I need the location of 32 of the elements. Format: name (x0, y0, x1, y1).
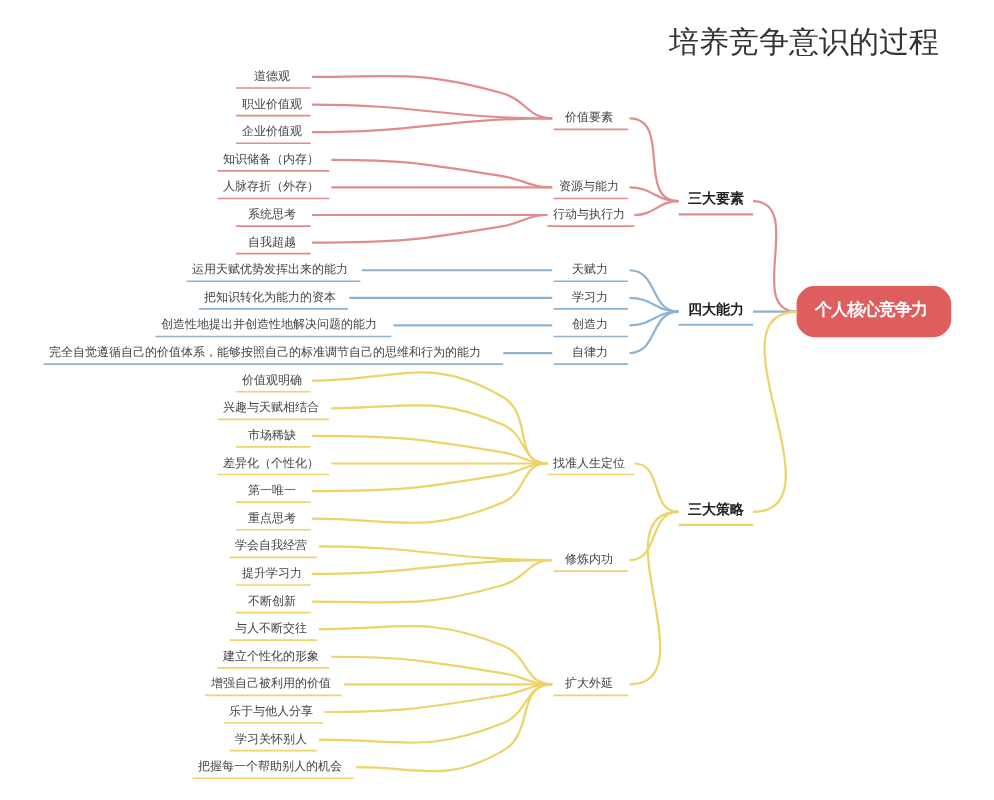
connector (312, 559, 553, 604)
connector (331, 655, 553, 686)
connector (331, 186, 553, 189)
connector (349, 296, 553, 299)
connector (629, 117, 679, 203)
connector (629, 310, 679, 355)
connector (634, 200, 679, 217)
connector (312, 462, 548, 493)
connector (629, 269, 679, 313)
connector (331, 404, 548, 465)
connector (343, 683, 553, 686)
connector (629, 510, 679, 686)
connector (331, 158, 553, 189)
node-box: 个人核心竞争力 (796, 286, 952, 338)
connector (318, 683, 553, 744)
connector (312, 434, 548, 465)
connector (331, 462, 548, 465)
connector (629, 510, 679, 562)
connector (312, 371, 548, 465)
connector (318, 624, 553, 686)
connector (312, 462, 548, 525)
connector (361, 269, 553, 272)
connector (312, 213, 548, 244)
connector (629, 296, 679, 313)
connector (312, 117, 553, 134)
connector (634, 462, 679, 513)
connector (393, 324, 553, 327)
connector (356, 683, 553, 773)
connector (503, 351, 553, 355)
connector (324, 683, 553, 714)
diagram-title: 培养竞争意识的过程 (668, 23, 939, 60)
connector (629, 186, 679, 203)
